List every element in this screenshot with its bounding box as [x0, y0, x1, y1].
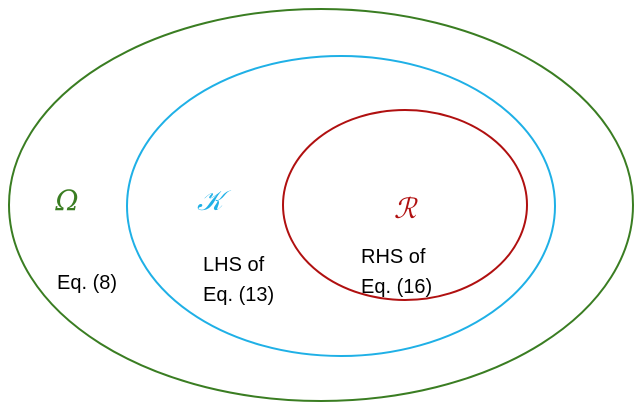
set-rho-symbol: ℛ — [394, 192, 418, 225]
set-rho-description-line-1: RHS of — [361, 246, 426, 268]
set-kappa-description-line-1: LHS of — [203, 254, 265, 276]
set-omega-ellipse — [8, 8, 634, 402]
set-omega-description: Eq. (8) — [57, 272, 117, 294]
set-rho-ellipse — [282, 109, 528, 301]
set-rho-description-line-2: Eq. (16) — [361, 276, 432, 298]
set-kappa-ellipse — [126, 55, 556, 357]
set-omega-symbol: Ω — [54, 184, 78, 217]
set-kappa-symbol: 𝒦 — [197, 184, 232, 217]
set-kappa-description-line-2: Eq. (13) — [203, 284, 274, 306]
